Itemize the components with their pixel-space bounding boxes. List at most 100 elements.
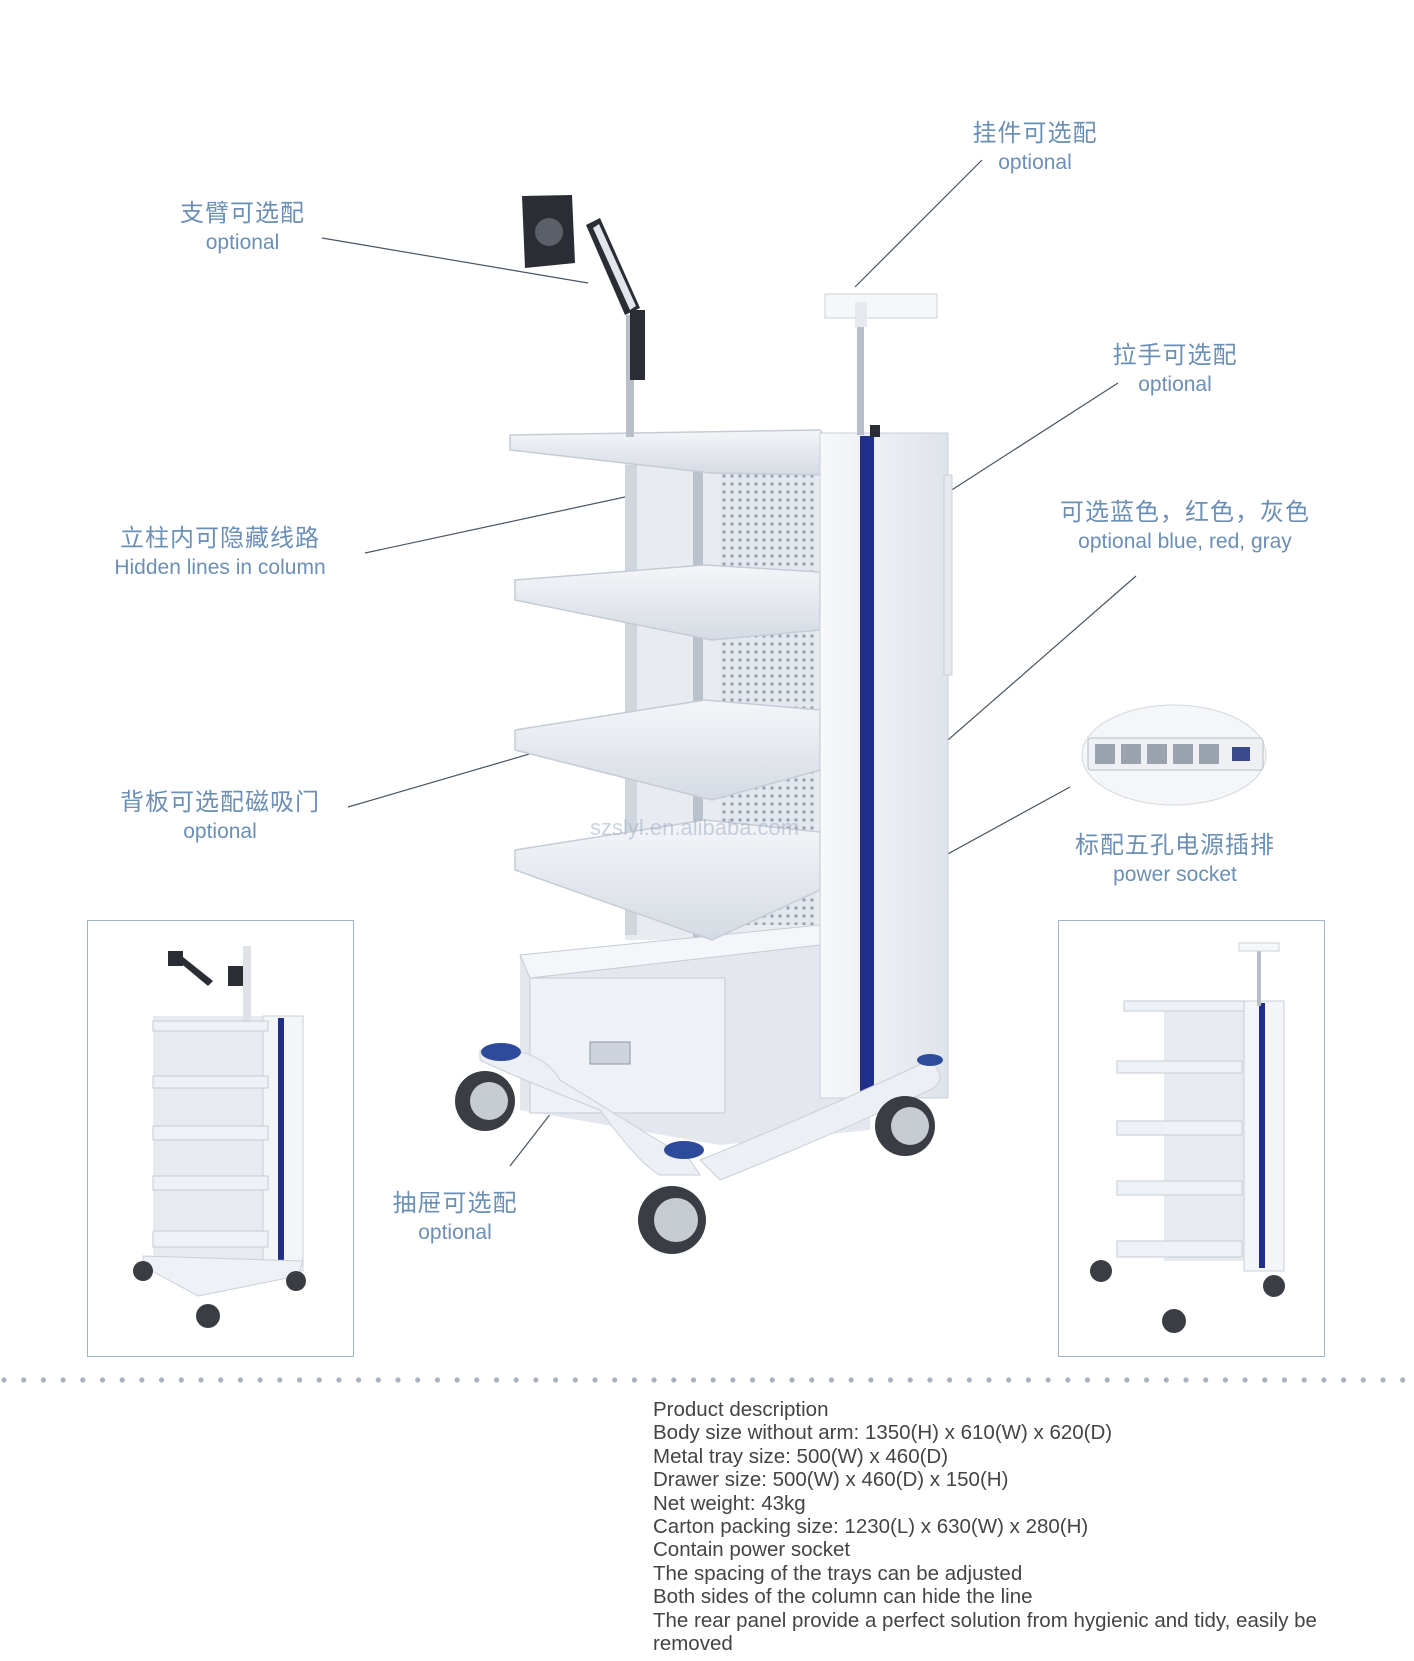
divider-dot <box>671 1377 677 1383</box>
description-title: Product description <box>653 1398 829 1421</box>
divider-dot <box>159 1377 165 1383</box>
divider-dot <box>1006 1377 1012 1383</box>
divider-dot <box>868 1377 874 1383</box>
divider-dot <box>947 1377 953 1383</box>
divider-dot <box>375 1377 381 1383</box>
power-socket-image <box>1081 704 1267 806</box>
callout-back-panel: 背板可选配磁吸门 optional <box>100 787 340 845</box>
description-line: Drawer size: 500(W) x 460(D) x 150(H) <box>653 1468 1009 1492</box>
divider-dot <box>690 1377 697 1383</box>
callout-handle: 拉手可选配 optional <box>1075 340 1275 398</box>
callout-hidden-lines: 立柱内可隐藏线路 Hidden lines in column <box>90 523 350 581</box>
divider-dot <box>237 1377 243 1383</box>
divider-dot <box>60 1377 66 1383</box>
divider-dot <box>1321 1377 1327 1383</box>
divider-dot <box>139 1377 145 1383</box>
divider-dot <box>474 1377 480 1383</box>
divider-dot <box>257 1377 263 1383</box>
divider-dot <box>198 1377 204 1383</box>
description-line: Both sides of the column can hide the li… <box>653 1585 1033 1609</box>
divider-dot <box>1222 1377 1228 1383</box>
callout-hook: 挂件可选配 optional <box>935 118 1135 176</box>
divider-dot <box>1400 1377 1406 1383</box>
divider-dot <box>651 1377 657 1383</box>
divider-dot <box>848 1377 854 1383</box>
callout-handle-en: optional <box>1138 373 1212 397</box>
divider-dot <box>218 1377 224 1383</box>
cart-diagram <box>321 159 1267 1254</box>
divider-dot <box>356 1377 362 1383</box>
divider-dot <box>1104 1377 1110 1383</box>
divider-dot <box>513 1377 519 1383</box>
callout-power-socket: 标配五孔电源插排 power socket <box>1055 830 1295 888</box>
divider-dot <box>1360 1377 1366 1383</box>
callout-back-panel-cn: 背板可选配磁吸门 <box>120 788 320 816</box>
dotted-divider <box>1 1377 1406 1383</box>
base <box>479 1043 943 1181</box>
divider-dot <box>986 1377 992 1383</box>
callout-drawer-cn: 抽屉可选配 <box>392 1189 518 1217</box>
divider-dot <box>750 1377 756 1383</box>
callout-drawer: 抽屉可选配 optional <box>375 1188 535 1246</box>
divider-dot <box>769 1377 775 1383</box>
divider-dot <box>533 1377 539 1383</box>
product-description: Product description Body size without ar… <box>653 1398 1353 1655</box>
callout-back-panel-en: optional <box>183 820 257 844</box>
divider-dot <box>1084 1377 1091 1383</box>
divider-dot <box>1262 1377 1268 1383</box>
main-column <box>819 432 953 1099</box>
callout-arm-cn: 支臂可选配 <box>180 199 305 227</box>
callout-hidden-lines-en: Hidden lines in column <box>114 556 326 580</box>
callout-hook-cn: 挂件可选配 <box>972 119 1098 147</box>
divider-dot <box>927 1377 933 1383</box>
callout-arm: 支臂可选配 optional <box>150 198 335 256</box>
description-line: Net weight: 43kg <box>653 1491 806 1515</box>
callout-drawer-en: optional <box>418 1221 492 1245</box>
divider-dot <box>434 1377 440 1383</box>
monitor-arm <box>522 195 645 437</box>
divider-dot <box>631 1377 638 1383</box>
divider-dot <box>1065 1377 1071 1383</box>
divider-dot <box>99 1377 106 1383</box>
divider-dot <box>119 1377 125 1383</box>
callout-hidden-lines-cn: 立柱内可隐藏线路 <box>120 524 320 552</box>
description-line: The spacing of the trays can be adjusted <box>653 1561 1023 1585</box>
description-line: Carton packing size: 1230(L) x 630(W) x … <box>653 1515 1089 1539</box>
divider-dot <box>730 1377 736 1383</box>
description-line: Metal tray size: 500(W) x 460(D) <box>653 1444 949 1468</box>
hook-pole <box>824 293 938 437</box>
divider-dot <box>572 1377 578 1383</box>
callout-arm-en: optional <box>205 231 280 255</box>
divider-dot <box>710 1377 716 1383</box>
divider-dot <box>1341 1377 1347 1383</box>
divider-dot <box>1301 1377 1307 1383</box>
divider-dot <box>1203 1377 1209 1383</box>
divider-dot <box>296 1377 303 1383</box>
divider-dot <box>316 1377 322 1383</box>
thumbnail-left <box>87 920 354 1357</box>
callout-power-socket-cn: 标配五孔电源插排 <box>1075 831 1275 859</box>
divider-dot <box>1242 1377 1248 1383</box>
divider-dot <box>1163 1377 1169 1383</box>
divider-dot <box>1144 1377 1150 1383</box>
divider-dot <box>21 1377 27 1383</box>
divider-dot <box>1 1377 7 1383</box>
divider-dot <box>1124 1377 1130 1383</box>
divider-dot <box>966 1377 972 1383</box>
callout-hook-en: optional <box>998 151 1072 175</box>
callout-power-socket-en: power socket <box>1113 863 1237 887</box>
divider-dot <box>828 1377 835 1383</box>
drawer <box>519 924 870 1145</box>
thumbnail-right <box>1058 920 1325 1357</box>
divider-dot <box>277 1377 283 1383</box>
description-line: Body size without arm: 1350(H) x 610(W) … <box>653 1421 1113 1445</box>
shelves <box>509 429 836 941</box>
divider-dot <box>178 1377 184 1383</box>
wheels <box>455 1071 935 1254</box>
divider-dot <box>809 1377 815 1383</box>
divider-dot <box>1281 1377 1288 1383</box>
divider-dot <box>415 1377 421 1383</box>
callout-color-en: optional blue, red, gray <box>1078 530 1292 554</box>
divider-dot <box>789 1377 795 1383</box>
divider-dot <box>493 1377 500 1383</box>
